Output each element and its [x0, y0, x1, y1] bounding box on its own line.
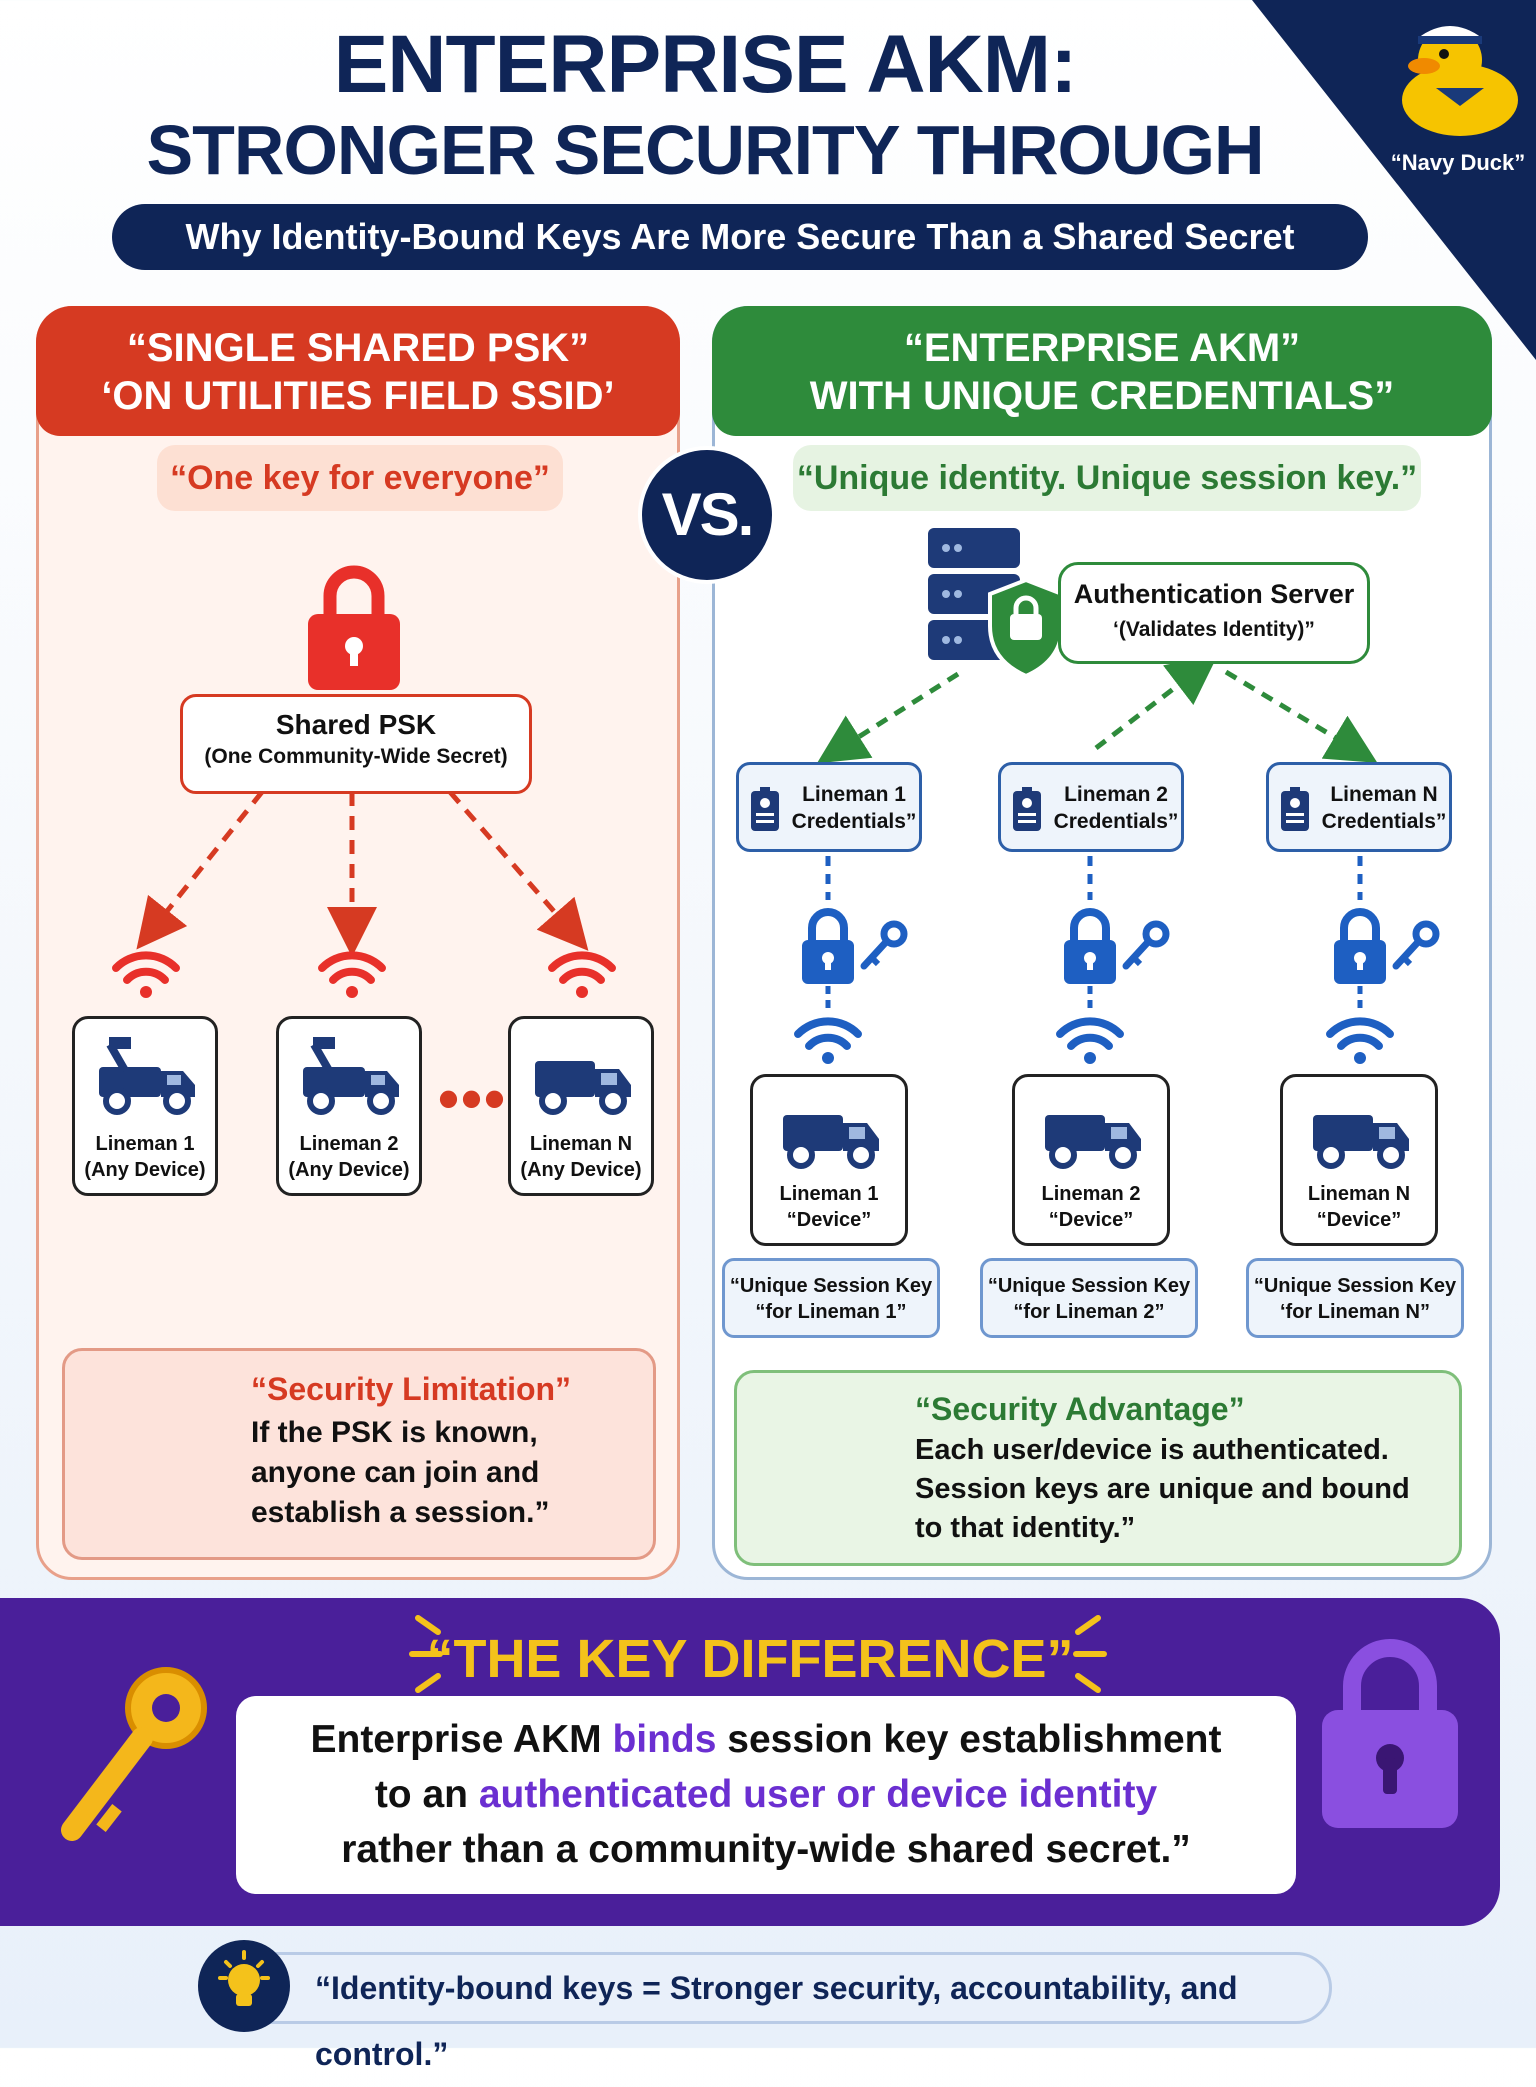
vs-badge: VS.: [638, 446, 776, 584]
statement-text: rather than a community-wide shared secr…: [341, 1828, 1191, 1871]
device-name: Lineman 1: [95, 1133, 195, 1155]
footer-summary: “Identity-bound keys = Stronger security…: [212, 1952, 1332, 2072]
banner-graphics: [61, 1615, 1458, 1841]
security-limitation-title: “Security Limitation”: [251, 1371, 572, 1407]
lineman-2-any-device: Lineman 2 (Any Device): [276, 1016, 422, 1196]
device-name: Lineman N: [529, 1133, 633, 1155]
credential-name: Lineman 1: [802, 783, 906, 806]
key-difference-statement: Enterprise AKM binds session key establi…: [236, 1696, 1296, 1894]
credential-type: Credentials”: [1053, 810, 1179, 833]
gold-key-icon: [61, 1667, 207, 1841]
statement-highlight: authenticated user or device identity: [478, 1773, 1158, 1816]
lock-key-icon: [1334, 912, 1436, 984]
session-key-line2: ‘for Lineman N”: [1279, 1301, 1430, 1323]
lineman-1-device: Lineman 1 “Device”: [750, 1074, 908, 1246]
bucket-truck-icon: [279, 1019, 425, 1119]
lineman-2-device: Lineman 2 “Device”: [1012, 1074, 1170, 1246]
shared-psk-subtitle: (One Community-Wide Secret): [204, 745, 508, 768]
lineman-1-any-device: Lineman 1 (Any Device): [72, 1016, 218, 1196]
lightbulb-badge: [198, 1940, 290, 2032]
credential-name: Lineman 2: [1064, 783, 1168, 806]
wifi-icon: [322, 955, 382, 998]
lineman-1-credentials: Lineman 1 Credentials”: [736, 762, 922, 852]
shared-psk-header: “SINGLE SHARED PSK” ‘ON UTILITIES FIELD …: [36, 306, 680, 436]
lock-key-icon: [802, 912, 904, 984]
id-badge-icon: [751, 787, 779, 831]
wifi-icon: [798, 1021, 858, 1064]
credential-type: Credentials”: [1321, 810, 1447, 833]
device-type: (Any Device): [520, 1159, 642, 1181]
wifi-icon: [1060, 1021, 1120, 1064]
security-advantage-box: “Security Advantage” Each user/device is…: [734, 1370, 1462, 1566]
id-badge-icon: [1013, 787, 1041, 831]
enterprise-akm-tagline: “Unique identity. Unique session key.”: [793, 445, 1421, 511]
key-difference-title: “THE KEY DIFFERENCE”: [426, 1629, 1074, 1689]
security-limitation-text: If the PSK is known, anyone can join and…: [251, 1416, 550, 1529]
more-devices-ellipsis: •••: [438, 1065, 508, 1132]
enterprise-akm-header-line2: WITH UNIQUE CREDENTIALS”: [809, 374, 1395, 418]
device-type: “Device”: [1316, 1209, 1402, 1231]
utility-truck-icon: [511, 1019, 657, 1119]
shared-psk-tagline: “One key for everyone”: [157, 445, 563, 511]
session-key-lineman-2: “Unique Session Key “for Lineman 2”: [980, 1258, 1198, 1338]
credential-name: Lineman N: [1330, 783, 1438, 806]
security-advantage-title: “Security Advantage”: [915, 1391, 1245, 1427]
wifi-icon: [1330, 1021, 1390, 1064]
lineman-2-credentials: Lineman 2 Credentials”: [998, 762, 1184, 852]
statement-highlight: binds: [612, 1718, 717, 1761]
sparkle-icon: [409, 1615, 1107, 1693]
device-type: “Device”: [786, 1209, 872, 1231]
lineman-n-credentials: Lineman N Credentials”: [1266, 762, 1452, 852]
utility-truck-icon: [1015, 1077, 1173, 1177]
device-name: Lineman 1: [779, 1183, 879, 1205]
enterprise-akm-header-line1: “ENTERPRISE AKM”: [903, 326, 1301, 370]
session-key-lineman-n: “Unique Session Key ‘for Lineman N”: [1246, 1258, 1464, 1338]
utility-truck-icon: [753, 1077, 911, 1177]
authentication-server-subtitle: ‘(Validates Identity)”: [1113, 618, 1315, 641]
mascot-label: “Navy Duck”: [1390, 150, 1526, 175]
session-key-line2: “for Lineman 1”: [755, 1301, 907, 1323]
statement-text: session key establishment: [716, 1718, 1222, 1761]
shared-psk-box: Shared PSK (One Community-Wide Secret): [180, 694, 532, 794]
lock-key-icon: [1064, 912, 1166, 984]
session-key-line1: “Unique Session Key: [1253, 1275, 1457, 1297]
shared-psk-lock-icon: [308, 565, 400, 690]
shared-psk-header-line1: “SINGLE SHARED PSK”: [126, 326, 590, 370]
session-key-line1: “Unique Session Key: [729, 1275, 933, 1297]
authentication-arrows: [816, 654, 1378, 764]
session-key-line2: “for Lineman 2”: [1013, 1301, 1165, 1323]
lineman-n-device: Lineman N “Device”: [1280, 1074, 1438, 1246]
statement-text: Enterprise AKM: [310, 1718, 613, 1761]
device-name: Lineman 2: [1041, 1183, 1141, 1205]
security-limitation-box: “Security Limitation” If the PSK is know…: [62, 1348, 656, 1560]
device-type: (Any Device): [84, 1159, 206, 1181]
device-type: “Device”: [1048, 1209, 1134, 1231]
shared-psk-header-line2: ‘ON UTILITIES FIELD SSID’: [101, 374, 615, 418]
device-type: (Any Device): [288, 1159, 410, 1181]
credential-connectors: [825, 856, 1363, 1010]
authentication-server-title: Authentication Server: [1073, 579, 1355, 609]
device-name: Lineman N: [1307, 1183, 1411, 1205]
security-advantage-text: Each user/device is authenticated. Sessi…: [915, 1434, 1410, 1544]
security-shield-icon: [988, 577, 1064, 679]
id-badge-icon: [1281, 787, 1309, 831]
psk-distribution-arrows: [136, 790, 589, 957]
session-key-lineman-1: “Unique Session Key “for Lineman 1”: [722, 1258, 940, 1338]
authentication-server-box: Authentication Server ‘(Validates Identi…: [1058, 562, 1370, 664]
lightbulb-icon: [218, 1950, 270, 2006]
shared-psk-title: Shared PSK: [275, 709, 437, 740]
page-title-line1: ENTERPRISE AKM:: [333, 19, 1078, 110]
utility-truck-icon: [1283, 1077, 1441, 1177]
bucket-truck-icon: [75, 1019, 221, 1119]
session-key-line1: “Unique Session Key: [987, 1275, 1191, 1297]
wifi-icon: [552, 955, 612, 998]
credential-type: Credentials”: [791, 810, 917, 833]
statement-text: to an: [374, 1773, 479, 1816]
purple-lock-icon: [1322, 1639, 1458, 1828]
page-subtitle: Why Identity-Bound Keys Are More Secure …: [112, 204, 1368, 270]
lineman-n-any-device: Lineman N (Any Device): [508, 1016, 654, 1196]
wifi-icon: [116, 955, 176, 998]
device-name: Lineman 2: [299, 1133, 399, 1155]
enterprise-akm-header: “ENTERPRISE AKM” WITH UNIQUE CREDENTIALS…: [712, 306, 1492, 436]
